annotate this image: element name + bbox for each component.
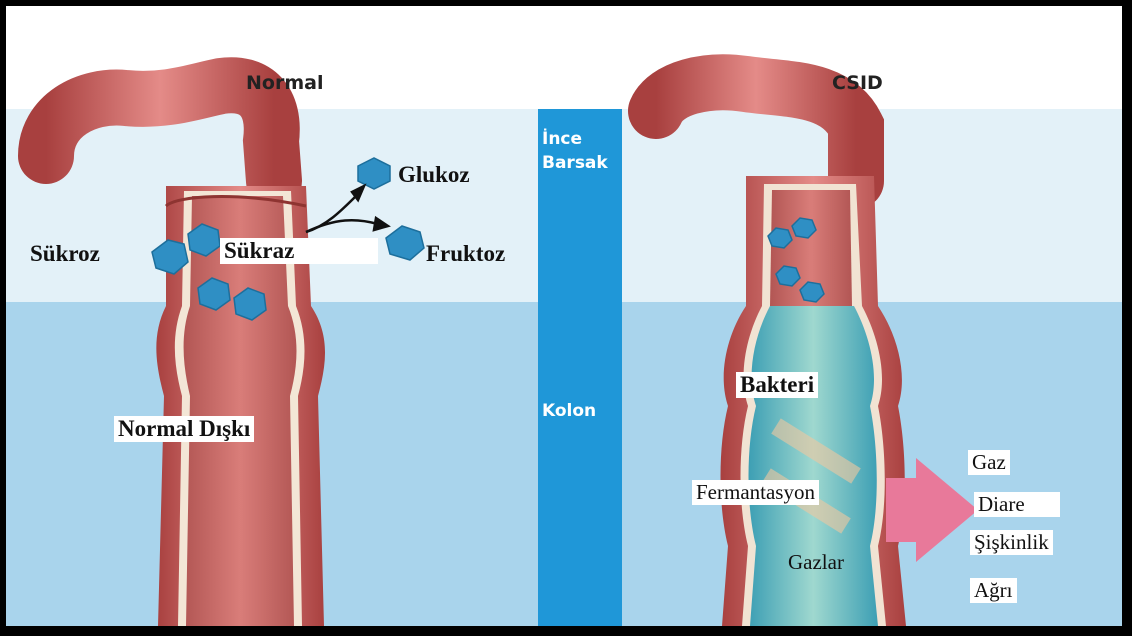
fructose-label: Fruktoz bbox=[426, 241, 505, 267]
symptom-gas: Gaz bbox=[968, 450, 1010, 475]
bacteria-label: Bakteri bbox=[736, 372, 818, 398]
fructose-molecule-icon bbox=[386, 226, 424, 260]
symptom-diarrhea: Diare bbox=[974, 492, 1060, 517]
fermentation-label: Fermantasyon bbox=[692, 480, 819, 505]
normal-stool-label: Normal Dışkı bbox=[114, 416, 254, 442]
glucose-molecule-icon bbox=[358, 158, 390, 189]
section-divider: İnce Barsak Kolon bbox=[538, 109, 622, 626]
diagram-frame: Normal CSID İnce Barsak Kolon Glukoz Sük… bbox=[6, 6, 1122, 626]
csid-intestine bbox=[656, 82, 906, 626]
gases-label: Gazlar bbox=[788, 550, 844, 575]
normal-intestine bbox=[46, 85, 325, 626]
sucrose-label: Sükroz bbox=[30, 241, 100, 267]
sucrase-label: Sükraz bbox=[220, 238, 378, 264]
colon-label: Kolon bbox=[542, 399, 596, 423]
small-intestine-label-line1: İnce bbox=[542, 127, 582, 151]
csid-title: CSID bbox=[832, 72, 883, 94]
glucose-label: Glukoz bbox=[398, 162, 470, 188]
normal-title: Normal bbox=[246, 72, 323, 94]
small-intestine-label-line2: Barsak bbox=[542, 151, 608, 175]
symptom-bloating: Şişkinlik bbox=[970, 530, 1053, 555]
symptom-pain: Ağrı bbox=[970, 578, 1017, 603]
reaction-arrows bbox=[306, 186, 388, 232]
